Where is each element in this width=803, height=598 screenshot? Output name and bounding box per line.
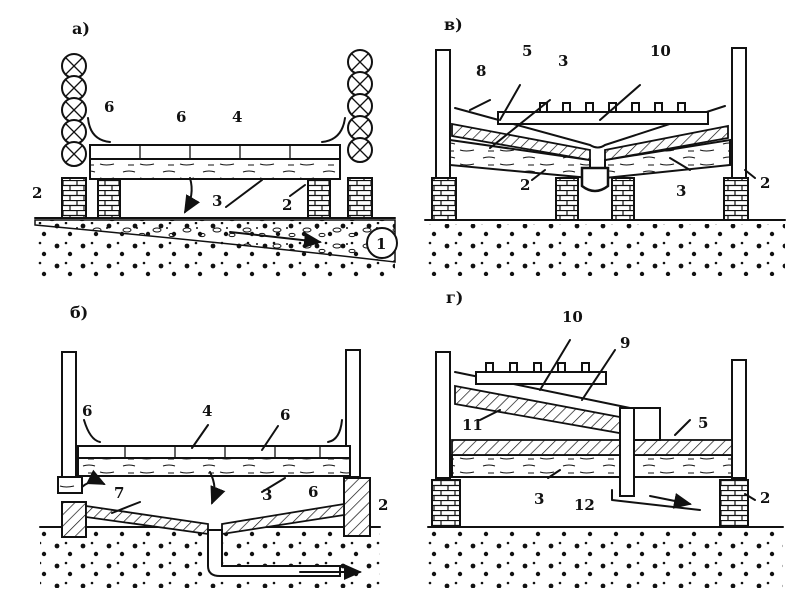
label-a-2-left: 2 (32, 184, 42, 202)
label-a-6-mid: 6 (176, 108, 186, 126)
wall-post-right (731, 359, 747, 479)
floor-deck (451, 439, 733, 456)
wall-post-right (731, 47, 747, 179)
sill-left (57, 476, 83, 494)
brick-base-center-r (611, 177, 635, 221)
label-g-11: 11 (462, 416, 483, 434)
log-wall-right (347, 49, 373, 163)
panel-g-title: г) (446, 288, 463, 307)
sloped-deck-right (604, 124, 729, 162)
floor-boards (77, 445, 351, 459)
base-left (61, 501, 87, 538)
wall-post-left (61, 351, 77, 478)
brick-post-right-inner (307, 177, 331, 219)
brick-base-right (723, 177, 749, 221)
soil (425, 224, 785, 276)
panel-v-title: в) (444, 15, 463, 34)
label-v-3-right: 3 (676, 182, 686, 200)
label-v-10: 10 (650, 42, 671, 60)
label-v-2-left: 2 (520, 176, 530, 194)
brick-post-left-outer (61, 177, 87, 219)
gravel-bed (34, 219, 396, 263)
label-g-10: 10 (562, 308, 583, 326)
brick-base-left (431, 177, 457, 221)
label-a-1: 1 (376, 235, 386, 253)
brick-base-right (719, 479, 749, 527)
drain-flow-arrow (229, 231, 322, 249)
floor-joist (451, 454, 733, 478)
gap-left (83, 419, 101, 443)
drain-down-arrow (183, 177, 201, 214)
floor-joist (77, 457, 351, 477)
soil (428, 530, 783, 588)
wall-post-left (435, 49, 451, 179)
panel-b-title: б) (70, 303, 88, 322)
label-b-4: 4 (202, 402, 212, 420)
panel-a-title: а) (72, 19, 90, 38)
label-b-6-low-right: 6 (308, 483, 318, 501)
label-b-2: 2 (378, 496, 388, 514)
panel-a: а) 6 6 4 2 3 2 1 (32, 19, 398, 280)
brick-post-left-inner (97, 177, 121, 219)
vertical-drain-pipe (619, 407, 635, 497)
label-g-3: 3 (534, 490, 544, 508)
drain-tray-left (85, 504, 209, 536)
floor-boards (89, 144, 341, 160)
label-g-9: 9 (620, 334, 630, 352)
gap-left (87, 117, 111, 143)
label-v-5: 5 (522, 42, 532, 60)
wall-post-left (435, 351, 451, 479)
grid-teeth (485, 362, 590, 373)
overflow-box (634, 407, 661, 441)
sloped-deck-left (451, 122, 591, 162)
label-v-3-top: 3 (558, 52, 568, 70)
label-b-6-top-right: 6 (280, 406, 290, 424)
brick-base-center-l (555, 177, 579, 221)
label-g-2: 2 (760, 489, 770, 507)
label-v-8: 8 (476, 62, 486, 80)
drain-circle (366, 227, 398, 259)
gap-right (327, 419, 343, 443)
label-b-6-left: 6 (82, 402, 92, 420)
base-right (343, 477, 371, 537)
label-g-5: 5 (698, 414, 708, 432)
label-b-3: 3 (262, 486, 272, 504)
panel-b: б) 6 4 6 7 3 6 2 (39, 303, 388, 588)
panel-v: в) 8 5 3 10 2 3 2 (424, 15, 786, 276)
label-a-6-left: 6 (104, 98, 114, 116)
brick-post-right-outer (347, 177, 373, 219)
label-a-2-right: 2 (282, 196, 292, 214)
label-g-12: 12 (574, 496, 595, 514)
panel-g: г) 10 9 11 5 3 12 2 (427, 288, 784, 588)
gutter (580, 166, 610, 193)
label-b-7: 7 (114, 484, 124, 502)
membrane (454, 105, 726, 149)
gap-right (321, 117, 346, 143)
drain-tray-right (221, 502, 345, 536)
log-wall-left (61, 53, 87, 167)
label-v-2-right: 2 (760, 174, 770, 192)
slatted-grid (475, 371, 607, 385)
label-a-4: 4 (232, 108, 242, 126)
floor-joist (89, 158, 341, 180)
brick-base-left (431, 479, 461, 527)
grid-teeth (539, 102, 686, 113)
label-a-3: 3 (212, 192, 222, 210)
